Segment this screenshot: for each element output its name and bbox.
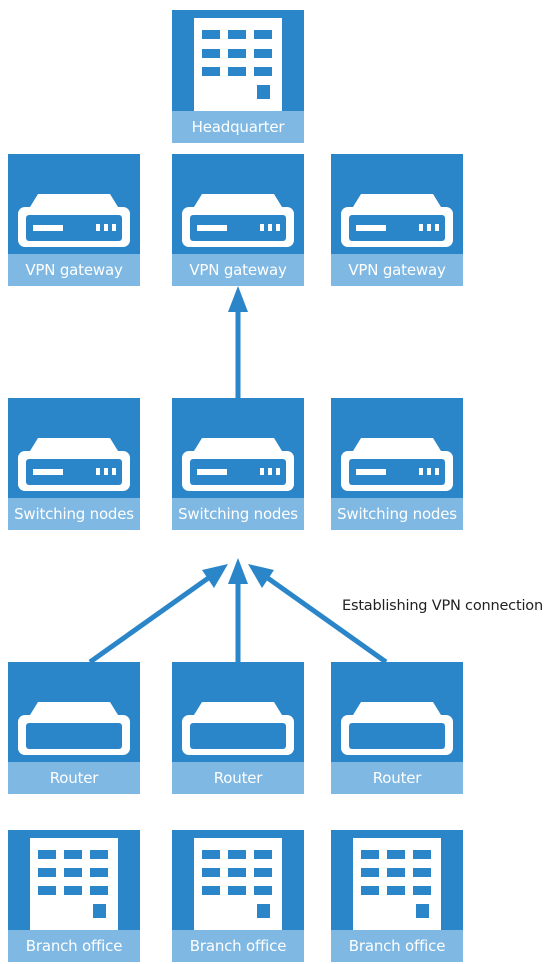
branch-office-node: Branch office xyxy=(8,830,140,962)
branch-office-label: Branch office xyxy=(172,930,304,962)
building-icon xyxy=(194,838,282,930)
connection-arrow xyxy=(260,571,388,665)
router-node: Router xyxy=(8,662,140,794)
router-label: Router xyxy=(331,762,463,794)
vpn-gateway-node: VPN gateway xyxy=(331,154,463,286)
switching-node-label: Switching nodes xyxy=(8,498,140,530)
network-device-icon xyxy=(182,438,294,491)
arrowhead xyxy=(248,564,274,588)
vpn-gateway-node: VPN gateway xyxy=(172,154,304,286)
branch-office-node: Branch office xyxy=(172,830,304,962)
arrowhead xyxy=(228,286,248,312)
building-icon xyxy=(194,18,282,111)
switching-node: Switching nodes xyxy=(331,398,463,530)
branch-office-label: Branch office xyxy=(8,930,140,962)
router-label: Router xyxy=(8,762,140,794)
vpn-gateway-label: VPN gateway xyxy=(331,254,463,286)
headquarter-label: Headquarter xyxy=(172,111,304,143)
vpn-gateway-label: VPN gateway xyxy=(172,254,304,286)
switching-node: Switching nodes xyxy=(8,398,140,530)
connection-caption: Establishing VPN connection xyxy=(342,598,543,614)
branch-office-label: Branch office xyxy=(331,930,463,962)
vpn-gateway-node: VPN gateway xyxy=(8,154,140,286)
connection-arrow xyxy=(88,571,216,665)
router-icon xyxy=(341,702,453,755)
headquarter-node: Headquarter xyxy=(172,10,304,143)
switching-node: Switching nodes xyxy=(172,398,304,530)
arrowhead xyxy=(202,564,228,588)
router-icon xyxy=(18,702,130,755)
switching-node-label: Switching nodes xyxy=(172,498,304,530)
network-device-icon xyxy=(341,194,453,247)
switching-node-label: Switching nodes xyxy=(331,498,463,530)
building-icon xyxy=(30,838,118,930)
building-icon xyxy=(353,838,441,930)
arrowhead xyxy=(228,558,248,584)
router-label: Router xyxy=(172,762,304,794)
network-device-icon xyxy=(18,438,130,491)
branch-office-node: Branch office xyxy=(331,830,463,962)
network-device-icon xyxy=(18,194,130,247)
vpn-gateway-label: VPN gateway xyxy=(8,254,140,286)
network-device-icon xyxy=(182,194,294,247)
router-node: Router xyxy=(172,662,304,794)
network-device-icon xyxy=(341,438,453,491)
router-icon xyxy=(182,702,294,755)
router-node: Router xyxy=(331,662,463,794)
